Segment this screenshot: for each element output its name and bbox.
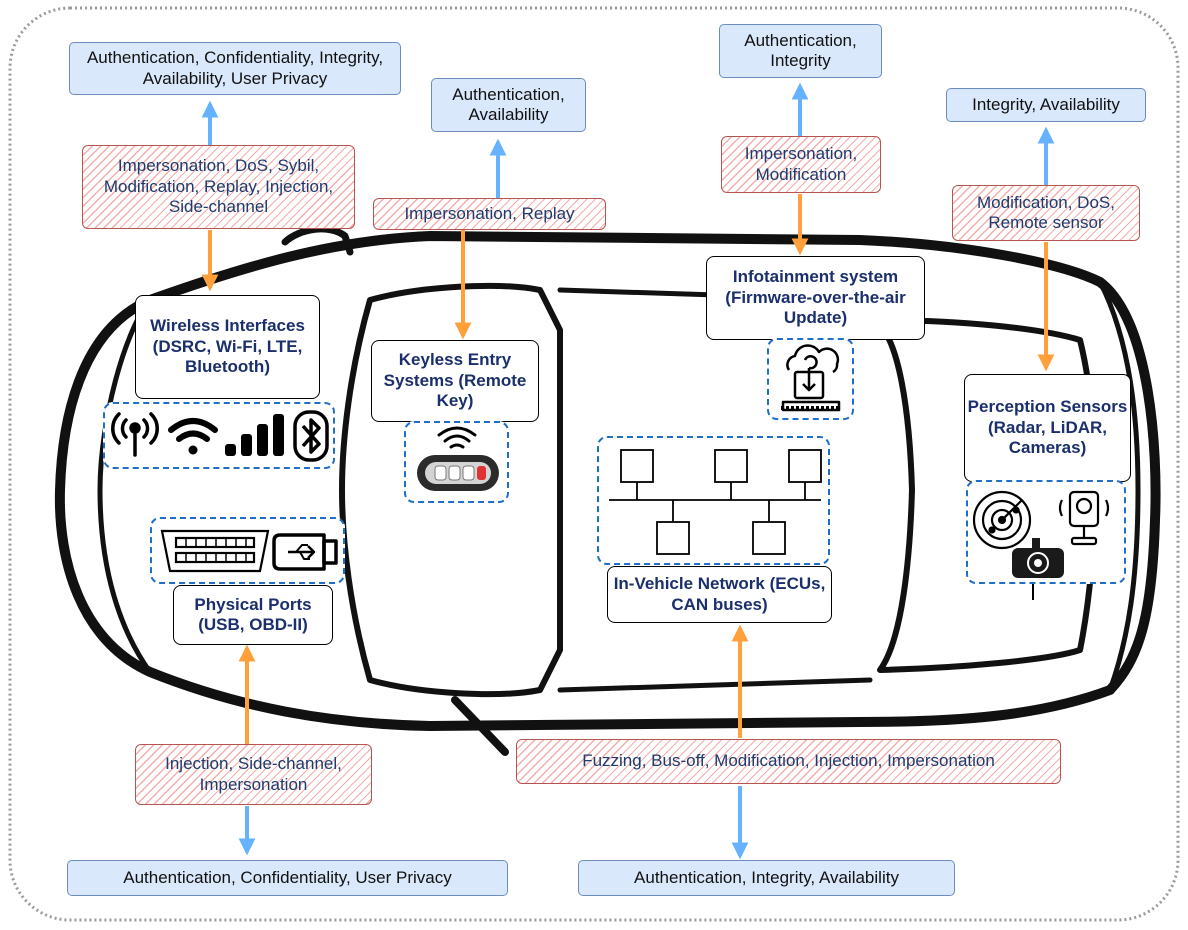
outer-frame [8, 6, 1180, 922]
usb-icon [272, 533, 338, 571]
in-vehicle-network-icon-group [597, 436, 830, 565]
requirement-box-keyless: Authentication, Availability [431, 78, 586, 132]
key-fob-icon [417, 426, 499, 491]
camera-icon [1058, 490, 1110, 546]
attack-box-keyless: Impersonation, Replay [373, 198, 606, 230]
component-wireless-interfaces: Wireless Interfaces (DSRC, Wi-Fi, LTE, B… [135, 295, 320, 399]
radar-icon [972, 490, 1032, 550]
physical-ports-icon-group [150, 517, 345, 584]
perception-icon-group [966, 480, 1126, 584]
cloud-update-icon [781, 344, 841, 412]
obd-port-icon [160, 529, 270, 573]
wifi-icon [168, 418, 218, 455]
requirement-box-wireless: Authentication, Confidentiality, Integri… [69, 42, 401, 95]
requirement-box-infotainment: Authentication, Integrity [719, 24, 882, 78]
component-physical-ports: Physical Ports (USB, OBD-II) [173, 585, 333, 645]
infotainment-icon-group [767, 338, 854, 420]
wireless-icon-group [103, 402, 335, 469]
keyless-icon-group [404, 421, 509, 503]
bluetooth-icon [293, 410, 329, 462]
attack-box-network: Fuzzing, Bus-off, Modification, Injectio… [516, 739, 1061, 784]
component-perception-sensors: Perception Sensors (Radar, LiDAR, Camera… [964, 374, 1131, 482]
requirement-box-network: Authentication, Integrity, Availability [578, 860, 955, 896]
attack-box-perception: Modification, DoS, Remote sensor [952, 185, 1140, 241]
requirement-box-perception: Integrity, Availability [946, 88, 1146, 122]
antenna-icon [111, 412, 159, 457]
car-outline [54, 225, 1161, 756]
component-infotainment: Infotainment system (Firmware-over-the-a… [706, 256, 925, 340]
attack-box-wireless: Impersonation, DoS, Sybil, Modification,… [82, 145, 355, 229]
component-in-vehicle-network: In-Vehicle Network (ECUs, CAN buses) [607, 566, 832, 623]
attack-box-physical: Injection, Side-channel, Impersonation [135, 744, 372, 805]
dashcam-icon [1012, 538, 1064, 578]
signal-bars-icon [225, 414, 284, 456]
ecu-bus-icon [609, 449, 822, 555]
attack-box-infotainment: Impersonation, Modification [721, 136, 881, 193]
requirement-box-physical: Authentication, Confidentiality, User Pr… [67, 860, 508, 896]
component-keyless-entry: Keyless Entry Systems (Remote Key) [371, 340, 539, 422]
